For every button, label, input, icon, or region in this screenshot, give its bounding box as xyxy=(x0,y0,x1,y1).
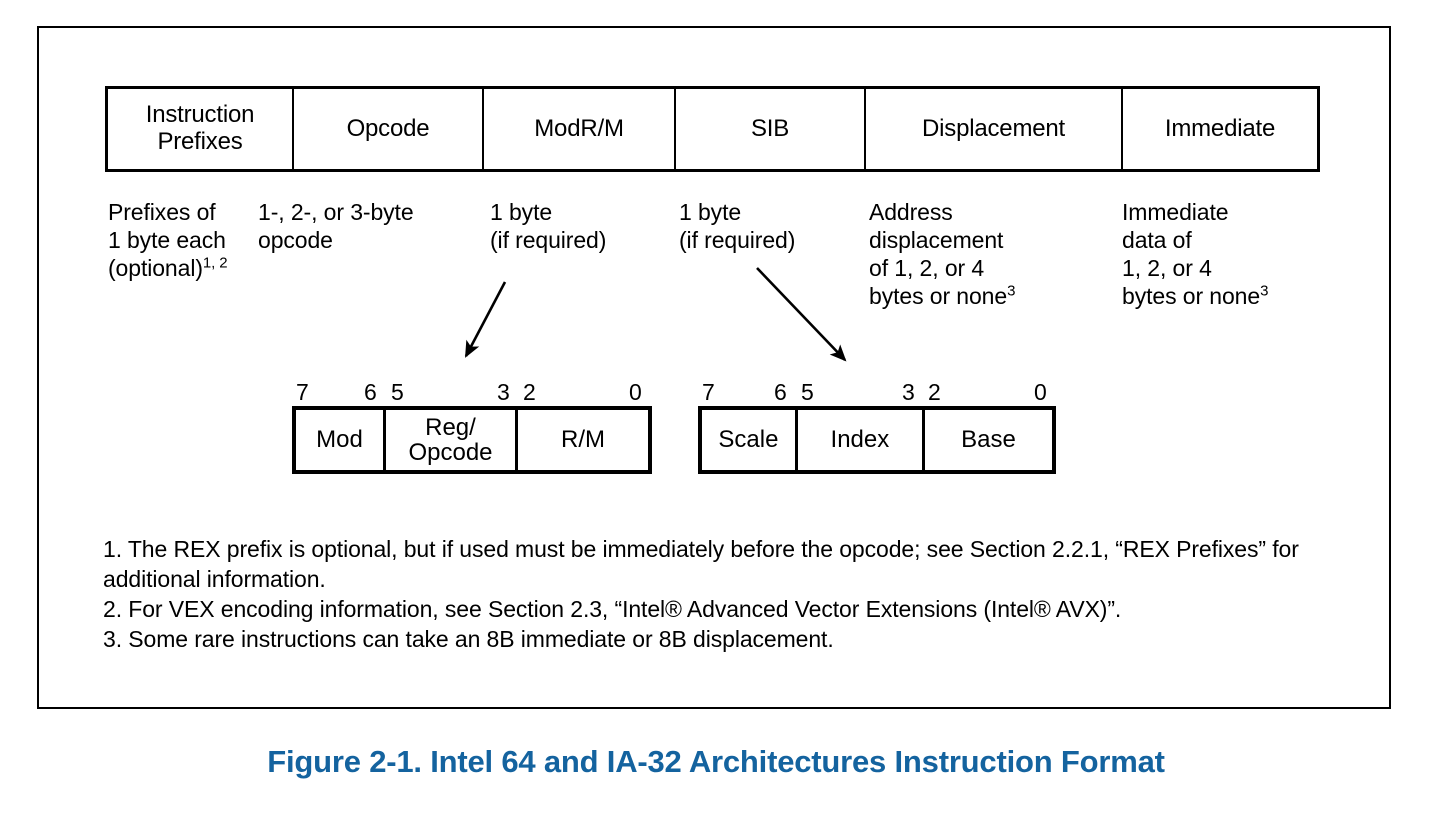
description-immediate: Immediate data of 1, 2, or 4 bytes or no… xyxy=(1122,198,1352,310)
sib-byte-detail: 7 6 5 3 2 0 Scale Index Base xyxy=(698,378,1056,474)
modrm-bit-label-7: 7 xyxy=(296,379,309,405)
modrm-field-rm: R/M xyxy=(561,426,605,454)
footnote-ref-1-2: 1, 2 xyxy=(202,254,228,272)
format-cell-instruction-prefixes: Instruction Prefixes xyxy=(108,89,294,169)
modrm-field-reg-opcode: Reg/ Opcode xyxy=(386,410,518,470)
description-instruction-prefixes: Prefixes of 1 byte each (optional)1, 2 xyxy=(108,198,298,282)
modrm-bitbox: Mod Reg/ Opcode R/M xyxy=(292,406,652,474)
instruction-format-row: Instruction Prefixes Opcode ModR/M SIB D… xyxy=(105,86,1320,172)
modrm-byte-detail: 7 6 5 3 2 0 Mod Reg/ Opcode R/M xyxy=(292,378,652,474)
sib-bit-label-2: 2 xyxy=(928,379,941,405)
description-modrm: 1 byte (if required) xyxy=(490,199,607,253)
sib-field-scale: Scale xyxy=(702,410,798,470)
sib-bit-labels: 7 6 5 3 2 0 xyxy=(698,378,1056,406)
footnote-ref-3-immediate: 3 xyxy=(1260,282,1269,300)
footnote-2: 2. For VEX encoding information, see Sec… xyxy=(103,596,1122,622)
sib-bit-label-6: 6 xyxy=(774,379,787,405)
footnote-ref-3-displacement: 3 xyxy=(1007,282,1016,300)
sib-field-base: Base xyxy=(961,426,1016,454)
sib-bitbox: Scale Index Base xyxy=(698,406,1056,474)
sib-bit-label-7: 7 xyxy=(702,379,715,405)
modrm-bit-labels: 7 6 5 3 2 0 xyxy=(292,378,652,406)
format-cell-sib: SIB xyxy=(676,89,866,169)
format-cell-modrm: ModR/M xyxy=(484,89,676,169)
footnote-3: 3. Some rare instructions can take an 8B… xyxy=(103,626,834,652)
description-opcode: 1-, 2-, or 3-byte opcode xyxy=(258,199,414,253)
format-cell-displacement: Displacement xyxy=(866,89,1123,169)
sib-bit-label-5: 5 xyxy=(801,379,814,405)
format-cell-immediate: Immediate xyxy=(1164,114,1276,142)
modrm-bit-label-0: 0 xyxy=(629,379,642,405)
modrm-bit-label-5: 5 xyxy=(391,379,404,405)
description-displacement-text: Address displacement of 1, 2, or 4 bytes… xyxy=(869,199,1008,309)
modrm-field-mod: Mod xyxy=(296,410,386,470)
sib-field-index: Index xyxy=(798,410,925,470)
description-sib: 1 byte (if required) xyxy=(679,199,796,253)
footnote-1: 1. The REX prefix is optional, but if us… xyxy=(103,536,1299,592)
figure-caption: Figure 2-1. Intel 64 and IA-32 Architect… xyxy=(267,744,1165,779)
modrm-bit-label-6: 6 xyxy=(364,379,377,405)
description-immediate-text: Immediate data of 1, 2, or 4 bytes or no… xyxy=(1122,199,1261,309)
modrm-bit-label-3: 3 xyxy=(497,379,510,405)
modrm-bit-label-2: 2 xyxy=(523,379,536,405)
format-cell-opcode: Opcode xyxy=(294,89,484,169)
sib-bit-label-3: 3 xyxy=(902,379,915,405)
sib-bit-label-0: 0 xyxy=(1034,379,1047,405)
footnotes: 1. The REX prefix is optional, but if us… xyxy=(103,534,1343,654)
description-displacement: Address displacement of 1, 2, or 4 bytes… xyxy=(869,198,1109,310)
description-prefixes-text: Prefixes of 1 byte each (optional) xyxy=(108,199,226,281)
